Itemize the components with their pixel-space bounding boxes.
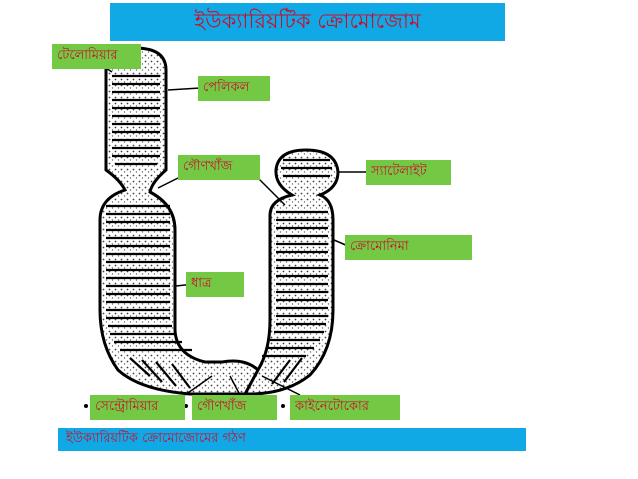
leader-dot-mid (184, 404, 188, 408)
leader-lines (99, 63, 368, 396)
label-telomere: টেলোমিয়ার (52, 44, 141, 69)
label-satellite: স্যাটেলাইট (366, 160, 451, 185)
diagram-title: ইউক্যারিয়টিক ক্রোমোজোম (110, 3, 505, 41)
diagram-caption: ইউক্যারিয়টিক ক্রোমোজোমের গঠণ (58, 428, 526, 451)
label-pellicle: পেলিকল (198, 76, 270, 101)
leader-dot-left (84, 404, 88, 408)
label-centromere: সেন্ট্রোমিয়ার (90, 395, 185, 420)
chromonema-coils-left-top (112, 74, 160, 166)
chromonema-coils-right (262, 158, 332, 385)
right-chromatid-outline (242, 148, 340, 396)
label-secondary-constriction-bottom: গৌণখাঁজ (192, 395, 277, 420)
label-chromonema: ক্রোমোনিমা (345, 235, 472, 260)
label-matrix: ধাত্র (186, 272, 244, 297)
left-chromatid-outline (98, 46, 262, 396)
label-kinetochore: কাইনেটোকোর (290, 395, 400, 420)
label-secondary-constriction-top: গৌণখাঁজ (178, 155, 260, 180)
leader-dot-right (281, 404, 285, 408)
chromonema-coils-left-lower (106, 204, 192, 389)
